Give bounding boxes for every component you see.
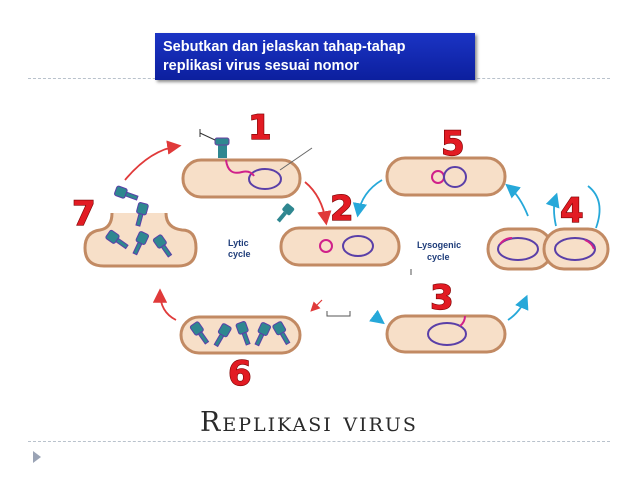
arrow-integration-to-inject	[352, 179, 383, 218]
dna-prophage-4b	[584, 239, 595, 250]
arrow-inject-to-assembly	[310, 299, 323, 312]
cell-integration	[385, 156, 507, 197]
arrow-assembly-to-lysis	[152, 288, 177, 321]
dna-host-2	[342, 235, 374, 257]
phage-attached	[199, 129, 230, 158]
phage-free	[276, 203, 295, 223]
phages-released	[105, 185, 173, 258]
cell-attachment	[181, 158, 302, 199]
arrow-attach-to-inject	[304, 181, 332, 226]
step-number-4: 4	[560, 191, 584, 231]
cell-injection	[279, 226, 401, 267]
step-number-6: 6	[228, 354, 252, 394]
dna-prophage-3	[459, 315, 466, 327]
arrow-division-loop	[554, 186, 601, 229]
cell-prophage	[385, 314, 507, 354]
step-number-1: 1	[248, 108, 272, 148]
lysogenic-label-line2: cycle	[427, 252, 450, 262]
lysogenic-label-line1: Lysogenic	[417, 240, 461, 250]
dna-host-3	[427, 322, 467, 346]
phages-assembled	[189, 321, 291, 348]
arrow-lysis-to-attach	[124, 140, 182, 181]
dna-prophage-4a	[499, 237, 513, 245]
question-line-1: Sebutkan dan jelaskan tahap-tahap	[163, 39, 406, 55]
dna-viral-injecting	[225, 159, 255, 177]
question-box: Sebutkan dan jelaskan tahap-tahap replik…	[155, 33, 475, 80]
arrow-division-to-integration	[505, 183, 529, 217]
dna-host-4b	[554, 237, 596, 261]
dna-host-4a	[497, 237, 539, 261]
lytic-label-line1: Lytic	[228, 238, 249, 248]
bullet-arrow-icon	[33, 451, 41, 463]
step-number-3: 3	[430, 278, 454, 318]
cell-division-right	[542, 227, 610, 271]
arrow-inject-to-prophage	[369, 309, 385, 325]
bottom-divider	[28, 441, 610, 442]
label-pointer	[279, 147, 313, 171]
lytic-label-line2: cycle	[228, 249, 251, 259]
dna-viral-2	[319, 239, 333, 253]
slide-title: Replikasi virus	[200, 407, 418, 438]
arrow-prophage-to-division	[507, 294, 529, 321]
step-number-7: 7	[72, 194, 96, 234]
step-number-5: 5	[441, 124, 465, 164]
bracket-marker	[326, 311, 351, 317]
dna-host-5	[443, 166, 467, 188]
step-number-2: 2	[330, 189, 354, 229]
dna-host-1	[248, 168, 282, 190]
question-line-2: replikasi virus sesuai nomor	[163, 58, 359, 74]
